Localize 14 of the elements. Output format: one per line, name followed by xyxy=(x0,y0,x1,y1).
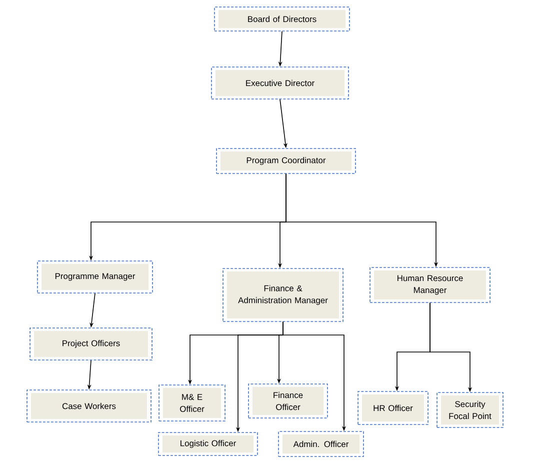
org-box: Program Coordinator xyxy=(216,148,356,174)
org-box: Finance & Administration Manager xyxy=(222,268,344,322)
org-box: Project Officers xyxy=(30,328,152,360)
org-box: Finance Officer xyxy=(248,384,328,418)
org-box: Programme Manager xyxy=(37,260,153,294)
org-box: Case Workers xyxy=(26,390,152,422)
org-box: M& E Officer xyxy=(158,384,226,422)
org-box: Security Focal Point xyxy=(436,392,504,428)
org-box: Human Resource Manager xyxy=(370,267,490,303)
org-box: HR Officer xyxy=(358,391,428,425)
org-box: Executive Director xyxy=(211,66,349,100)
org-box: Admin. Officer xyxy=(278,431,364,457)
org-box: Board of Directors xyxy=(214,6,350,32)
org-box: Logistic Officer xyxy=(158,432,258,456)
